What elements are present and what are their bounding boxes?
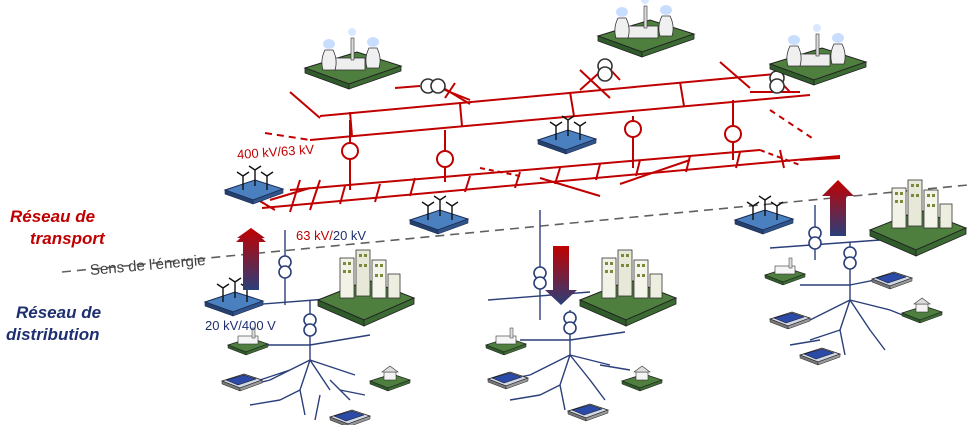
mv-transformer-label-secondary: 20 kV — [332, 228, 367, 243]
wind-farm-icon — [734, 195, 794, 235]
solar-panel-icon — [567, 403, 609, 422]
network-boundary-line — [61, 184, 968, 273]
transport-label-line1: Réseau de — [10, 207, 96, 226]
power-plant-icon — [304, 27, 402, 90]
house-icon — [369, 365, 411, 392]
solar-panel-icon — [487, 371, 529, 390]
factory-icon — [485, 327, 527, 356]
solar-panel-icon — [799, 347, 841, 366]
lv-transformer-label: 20 kV/400 V — [205, 318, 276, 333]
energy-arrow-icon — [545, 246, 577, 305]
mv-transformer-label: 63 kV/20 kV — [296, 228, 366, 243]
wind-farm-icon — [409, 195, 469, 235]
transformer-icon — [420, 58, 785, 94]
solar-panel-icon — [769, 311, 811, 330]
distribution-label-line2: distribution — [6, 325, 100, 344]
city-icon — [317, 249, 415, 327]
transformer-icon — [278, 226, 857, 337]
house-icon — [901, 297, 943, 324]
transport-label-line2: transport — [30, 229, 105, 248]
energy-arrow-icon — [236, 228, 266, 290]
distribution-label-line1: Réseau de — [16, 303, 102, 322]
solar-panel-icon — [871, 271, 913, 290]
energy-arrow-icon — [822, 180, 854, 236]
distribution-network — [249, 205, 916, 421]
wind-farm-icon — [537, 115, 597, 155]
city-icon — [869, 179, 967, 257]
mv-transformer-label-primary: 63 kV/ — [296, 228, 333, 243]
transformer-icon — [341, 120, 742, 168]
solar-panel-icon — [329, 409, 371, 425]
factory-icon — [764, 257, 806, 286]
transport-network-label: Réseau de transport — [10, 206, 105, 250]
power-plant-icon — [597, 0, 695, 58]
distribution-network-label: Réseau de distribution — [6, 302, 102, 346]
city-icon — [579, 249, 677, 327]
solar-panel-icon — [221, 373, 263, 392]
